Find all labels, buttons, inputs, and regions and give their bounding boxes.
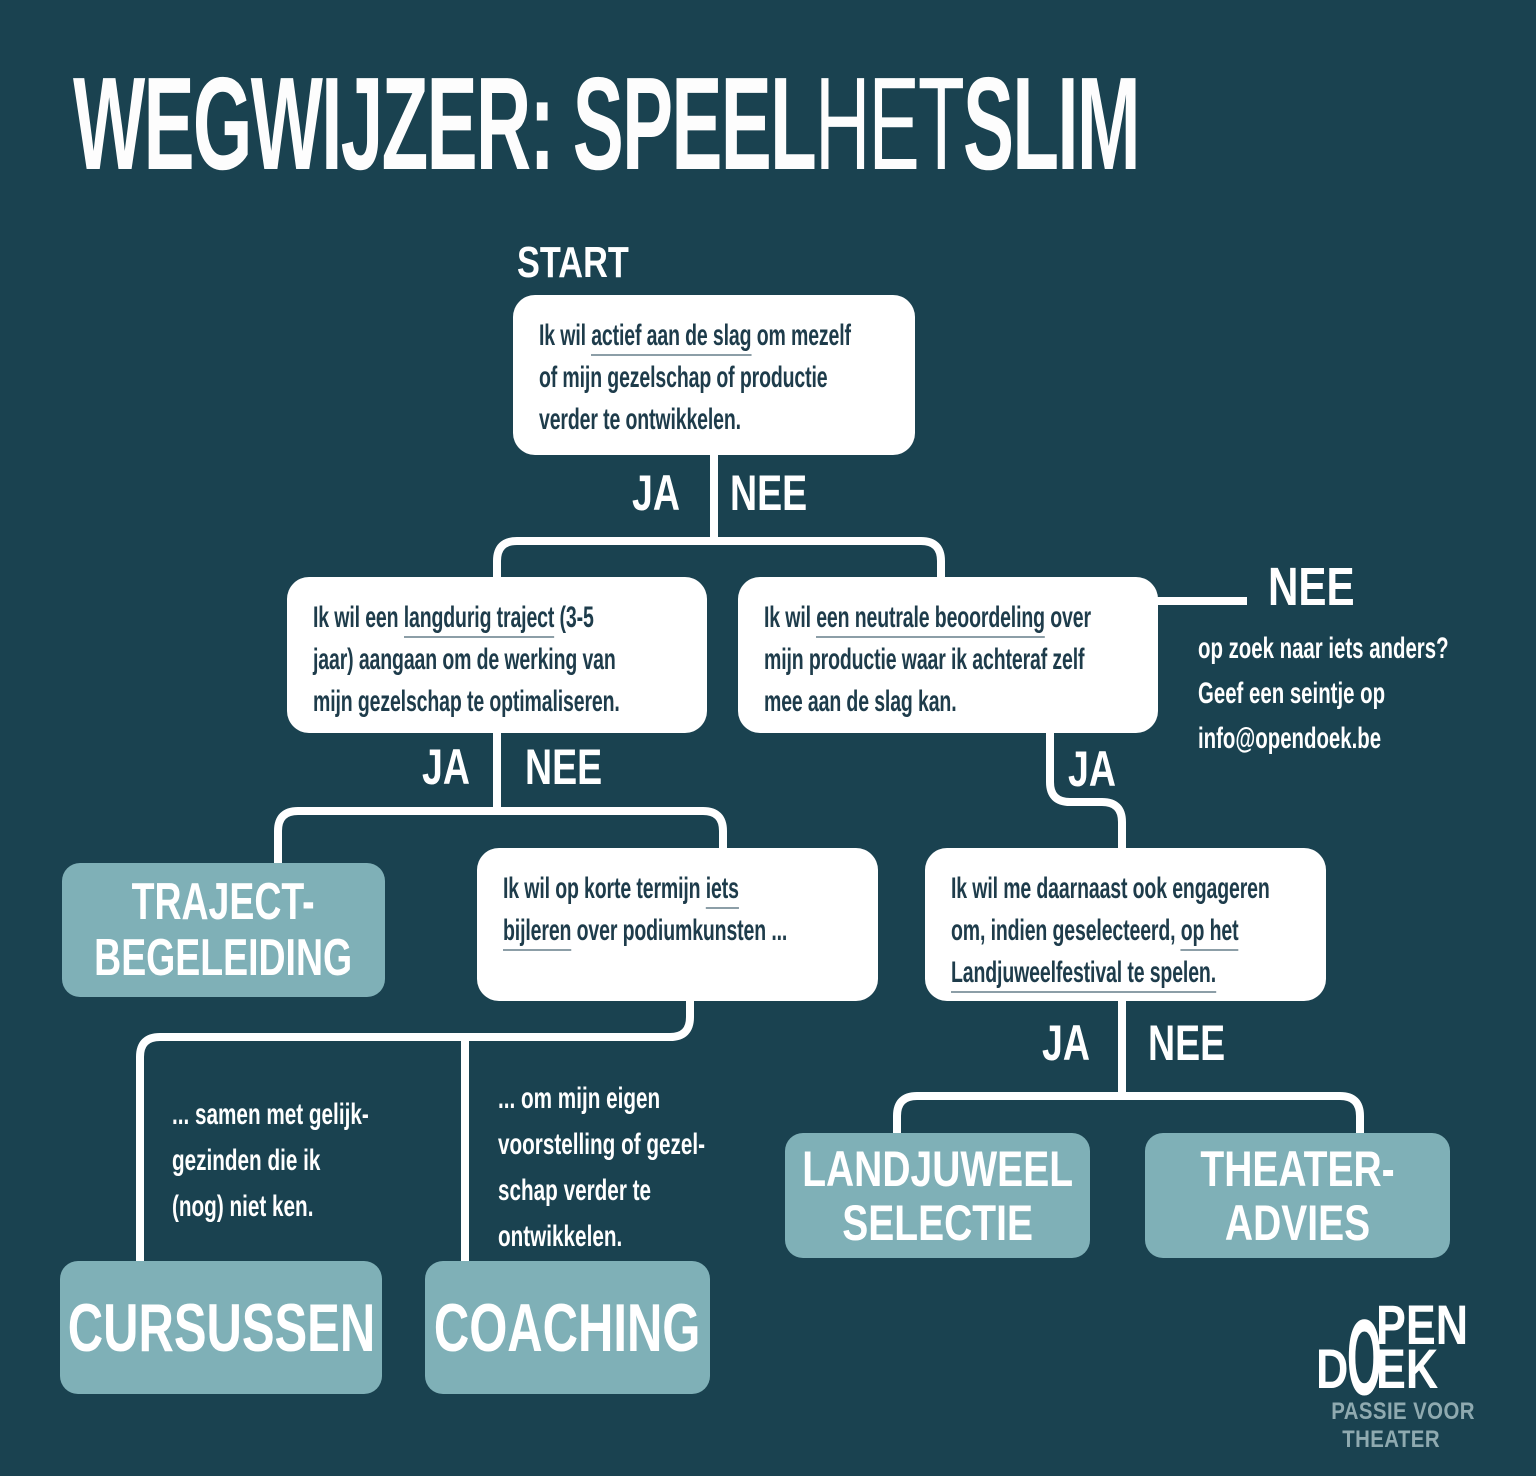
result-trajectbegeleiding: TRAJECT-BEGELEIDING xyxy=(62,863,385,997)
opendoek-logo: PEN O D EK PASSIE VOOR THEATER xyxy=(1312,1292,1475,1453)
title-part-thin: HET xyxy=(815,50,965,197)
branch-label-ja-level3: JA xyxy=(1042,1015,1090,1071)
branch-label-ja-level2: JA xyxy=(422,739,470,795)
connector-bar-level2-left xyxy=(274,807,727,869)
logo-tagline-line2: THEATER xyxy=(1342,1426,1440,1453)
logo-tagline-line1: PASSIE VOOR xyxy=(1331,1398,1475,1425)
title-part-bold2: SLIM xyxy=(962,50,1141,197)
page-title: WEGWIJZER: SPEELHETSLIM xyxy=(73,58,1141,190)
logo-doek-d: D xyxy=(1316,1337,1349,1400)
connector-bar-level1 xyxy=(493,537,945,581)
branch-label-ja-level1: JA xyxy=(632,465,680,521)
nee-escape-text: op zoek naar iets anders?Geef een seintj… xyxy=(1198,632,1449,755)
logo-doek-ek: EK xyxy=(1376,1337,1439,1400)
result-theateradvies-label: THEATER-ADVIES xyxy=(1200,1140,1395,1251)
start-label: START xyxy=(517,238,629,287)
branch-label-nee-level2: NEE xyxy=(525,739,603,795)
result-trajectbegeleiding-label: TRAJECT-BEGELEIDING xyxy=(94,873,353,987)
logo-shared-o: O xyxy=(1347,1295,1382,1418)
note-cursussen: ... samen met gelijk-gezinden die ik(nog… xyxy=(172,1098,369,1223)
nee-escape-heading: NEE xyxy=(1268,557,1355,617)
title-part-bold1: WEGWIJZER: SPEEL xyxy=(73,50,817,197)
connector-bijleren-to-cursussen xyxy=(136,997,694,1265)
connector-bar-level3-right xyxy=(893,1092,1364,1137)
result-cursussen: CURSUSSEN xyxy=(60,1261,382,1394)
connector-s-curve-ja xyxy=(1046,729,1126,852)
result-coaching: COACHING xyxy=(425,1261,710,1394)
logo-open-pen: PEN xyxy=(1376,1293,1469,1356)
result-theateradvies: THEATER-ADVIES xyxy=(1145,1133,1450,1258)
result-coaching-label: COACHING xyxy=(434,1289,701,1366)
result-cursussen-label: CURSUSSEN xyxy=(67,1289,375,1366)
branch-label-nee-level1: NEE xyxy=(730,465,808,521)
branch-label-nee-level3: NEE xyxy=(1148,1015,1226,1071)
branch-label-ja-beoordeling: JA xyxy=(1068,741,1116,797)
